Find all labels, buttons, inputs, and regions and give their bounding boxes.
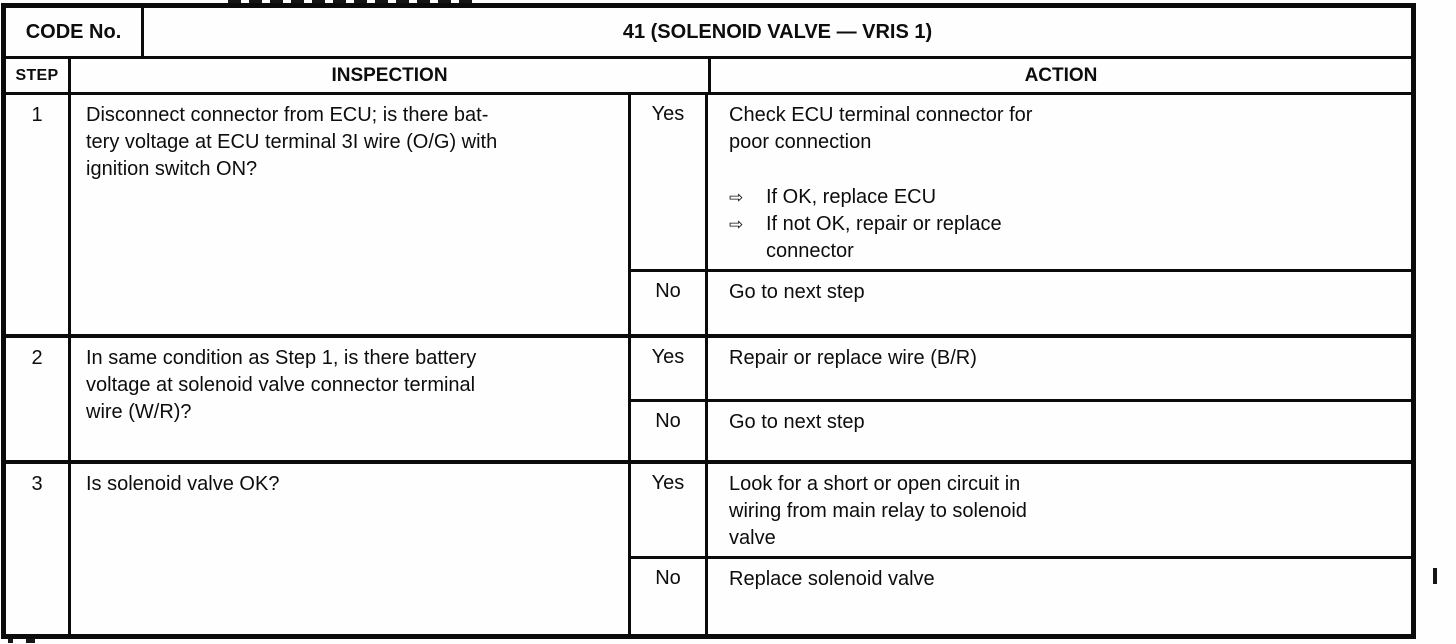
step-number: 1 bbox=[31, 104, 43, 126]
arrow-right-icon: ⇨ bbox=[729, 215, 744, 234]
yes-action-cell: Check ECU terminal connector for poor co… bbox=[708, 95, 1411, 269]
inspection-header-label: INSPECTION bbox=[331, 64, 448, 86]
scan-artifact-speck bbox=[26, 639, 35, 643]
code-label: CODE No. bbox=[25, 20, 122, 43]
inspection-text: Is solenoid valve OK? bbox=[86, 473, 280, 495]
yes-label: Yes bbox=[651, 472, 685, 494]
no-action-cell: Go to next step bbox=[708, 402, 1411, 460]
yes-label: Yes bbox=[651, 346, 685, 368]
yes-label-cell: Yes bbox=[631, 95, 708, 269]
no-label: No bbox=[655, 410, 681, 432]
inspection-cell: Disconnect connector from ECU; is there … bbox=[71, 95, 631, 334]
inspection-text: In same condition as Step 1, is there ba… bbox=[86, 347, 477, 423]
bullet-text: If OK, replace ECU bbox=[766, 186, 937, 208]
step-number: 2 bbox=[31, 347, 43, 369]
action-column-header: ACTION bbox=[711, 59, 1411, 92]
step-number-cell: 2 bbox=[6, 338, 71, 460]
step-row-1: 1 Disconnect connector from ECU; is ther… bbox=[6, 95, 1411, 338]
code-value-cell: 41 (SOLENOID VALVE — VRIS 1) bbox=[144, 8, 1411, 56]
arrow-right-icon: ⇨ bbox=[729, 188, 744, 207]
no-label-cell: No bbox=[631, 402, 708, 460]
no-action-cell: Go to next step bbox=[708, 272, 1411, 334]
inspection-column-header: INSPECTION bbox=[71, 59, 711, 92]
yes-action-cell: Look for a short or open circuit in wiri… bbox=[708, 464, 1411, 556]
step-number-cell: 3 bbox=[6, 464, 71, 634]
yes-subrow: Yes Repair or replace wire (B/R) bbox=[631, 338, 1411, 402]
scan-artifact-dashed-line bbox=[228, 0, 472, 5]
yes-label-cell: Yes bbox=[631, 464, 708, 556]
action-text: Look for a short or open circuit in wiri… bbox=[729, 473, 1027, 549]
yes-label: Yes bbox=[651, 103, 685, 125]
action-text: Repair or replace wire (B/R) bbox=[729, 347, 977, 369]
no-subrow: No Replace solenoid valve bbox=[631, 559, 1411, 634]
no-label: No bbox=[655, 280, 681, 302]
action-header-label: ACTION bbox=[1024, 64, 1098, 86]
answers-container: Yes Check ECU terminal connector for poo… bbox=[631, 95, 1411, 334]
step-number-cell: 1 bbox=[6, 95, 71, 334]
yes-action-cell: Repair or replace wire (B/R) bbox=[708, 338, 1411, 399]
yes-label-cell: Yes bbox=[631, 338, 708, 399]
yes-subrow: Yes Check ECU terminal connector for poo… bbox=[631, 95, 1411, 272]
no-label-cell: No bbox=[631, 559, 708, 634]
scan-artifact-speck bbox=[8, 638, 13, 643]
step-row-2: 2 In same condition as Step 1, is there … bbox=[6, 338, 1411, 464]
answers-container: Yes Look for a short or open circuit in … bbox=[631, 464, 1411, 634]
yes-subrow: Yes Look for a short or open circuit in … bbox=[631, 464, 1411, 559]
inspection-cell: Is solenoid valve OK? bbox=[71, 464, 631, 634]
inspection-cell: In same condition as Step 1, is there ba… bbox=[71, 338, 631, 460]
column-header-row: STEP INSPECTION ACTION bbox=[6, 59, 1411, 95]
action-text: Replace solenoid valve bbox=[729, 568, 935, 590]
action-text: Go to next step bbox=[729, 281, 865, 303]
step-header-label: STEP bbox=[15, 66, 59, 84]
answers-container: Yes Repair or replace wire (B/R) No Go t… bbox=[631, 338, 1411, 460]
code-title: 41 (SOLENOID VALVE — VRIS 1) bbox=[622, 20, 933, 43]
bullet-item: ⇨ If not OK, repair or replace connector bbox=[729, 211, 1401, 265]
code-row: CODE No. 41 (SOLENOID VALVE — VRIS 1) bbox=[6, 8, 1411, 59]
no-action-cell: Replace solenoid valve bbox=[708, 559, 1411, 634]
step-row-3: 3 Is solenoid valve OK? Yes Look for a s… bbox=[6, 464, 1411, 634]
step-number: 3 bbox=[31, 473, 43, 495]
step-column-header: STEP bbox=[6, 59, 71, 92]
no-label: No bbox=[655, 567, 681, 589]
scan-artifact-right-tick bbox=[1433, 568, 1437, 584]
no-subrow: No Go to next step bbox=[631, 272, 1411, 334]
action-text: Go to next step bbox=[729, 411, 865, 433]
bullet-text: If not OK, repair or replace connector bbox=[766, 213, 1002, 262]
diagnostic-code-table: CODE No. 41 (SOLENOID VALVE — VRIS 1) ST… bbox=[1, 3, 1416, 639]
no-label-cell: No bbox=[631, 272, 708, 334]
code-label-cell: CODE No. bbox=[6, 8, 144, 56]
inspection-text: Disconnect connector from ECU; is there … bbox=[86, 104, 498, 180]
bullet-item: ⇨ If OK, replace ECU bbox=[729, 184, 1401, 211]
no-subrow: No Go to next step bbox=[631, 402, 1411, 460]
action-bullet-list: ⇨ If OK, replace ECU ⇨ If not OK, repair… bbox=[729, 184, 1401, 265]
action-text: Check ECU terminal connector for poor co… bbox=[729, 104, 1033, 153]
